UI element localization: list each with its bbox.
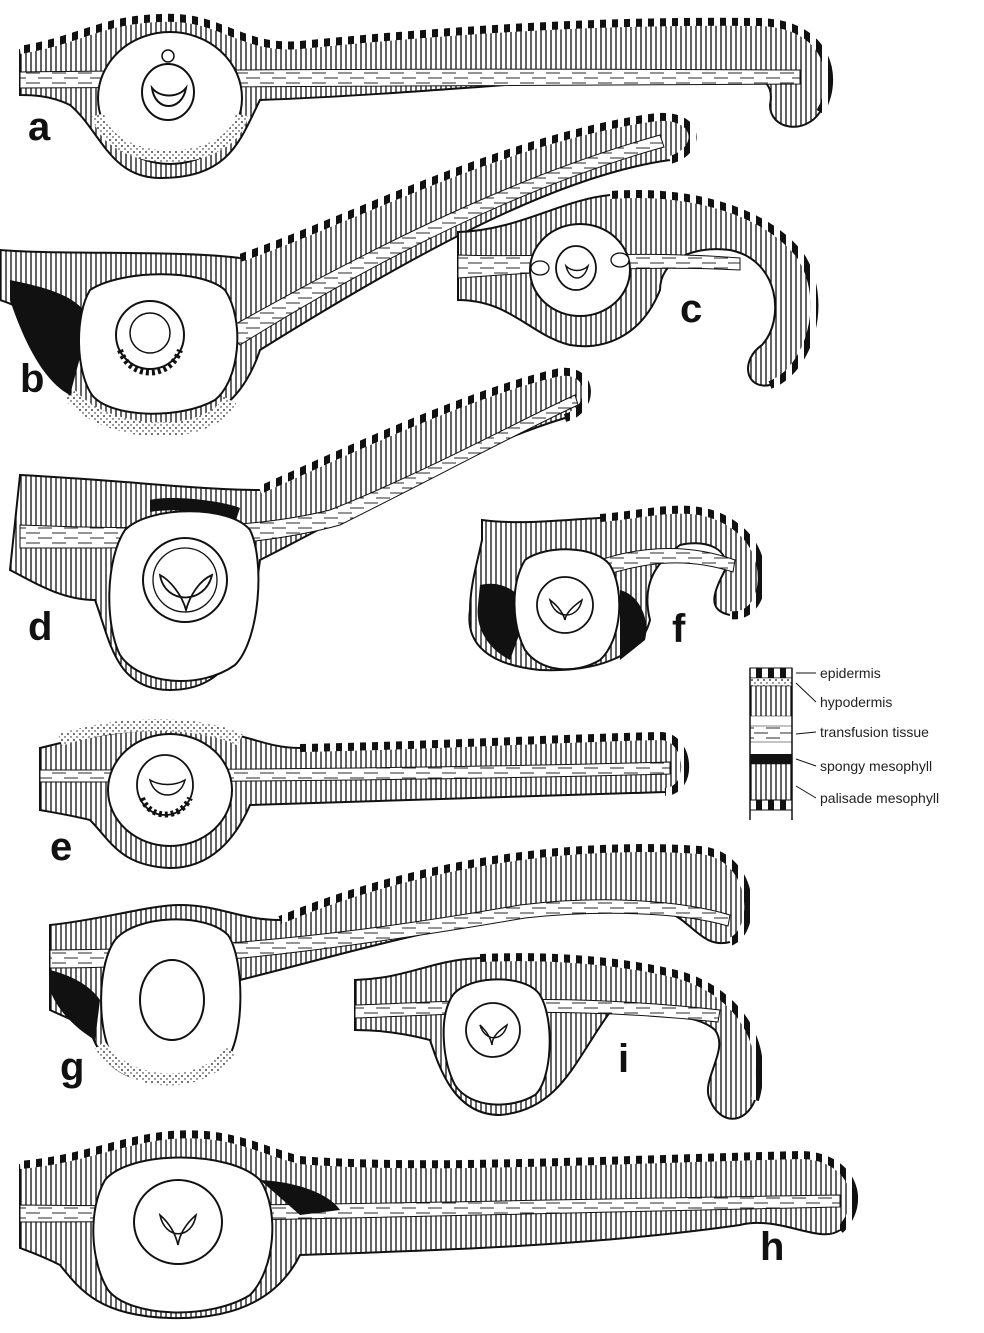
- legend-label-palisade-mesophyll: palisade mesophyll: [820, 790, 939, 806]
- section-i: [355, 957, 759, 1119]
- panel-label-b: b: [20, 357, 44, 401]
- tissue-legend: epidermis hypodermis transfusion tissue …: [750, 665, 939, 820]
- section-a: [20, 18, 829, 178]
- section-a-bundle: [142, 64, 194, 120]
- legend-label-spongy-mesophyll: spongy mesophyll: [820, 758, 932, 774]
- section-c: [458, 194, 814, 385]
- panel-label-a: a: [28, 105, 51, 149]
- legend-label-epidermis: epidermis: [820, 665, 881, 681]
- panel-label-d: d: [28, 605, 52, 649]
- legend-swatch-column: [750, 668, 792, 820]
- panel-label-g: g: [60, 1045, 84, 1089]
- panel-label-c: c: [680, 287, 702, 331]
- legend-label-transfusion-tissue: transfusion tissue: [820, 724, 929, 740]
- panel-label-i: i: [618, 1037, 629, 1081]
- legend-label-hypodermis: hypodermis: [820, 694, 892, 710]
- panel-label-f: f: [672, 607, 686, 651]
- section-f: [469, 510, 761, 671]
- panel-label-h: h: [760, 1225, 784, 1269]
- panel-label-e: e: [50, 825, 72, 869]
- section-h: [20, 1134, 854, 1318]
